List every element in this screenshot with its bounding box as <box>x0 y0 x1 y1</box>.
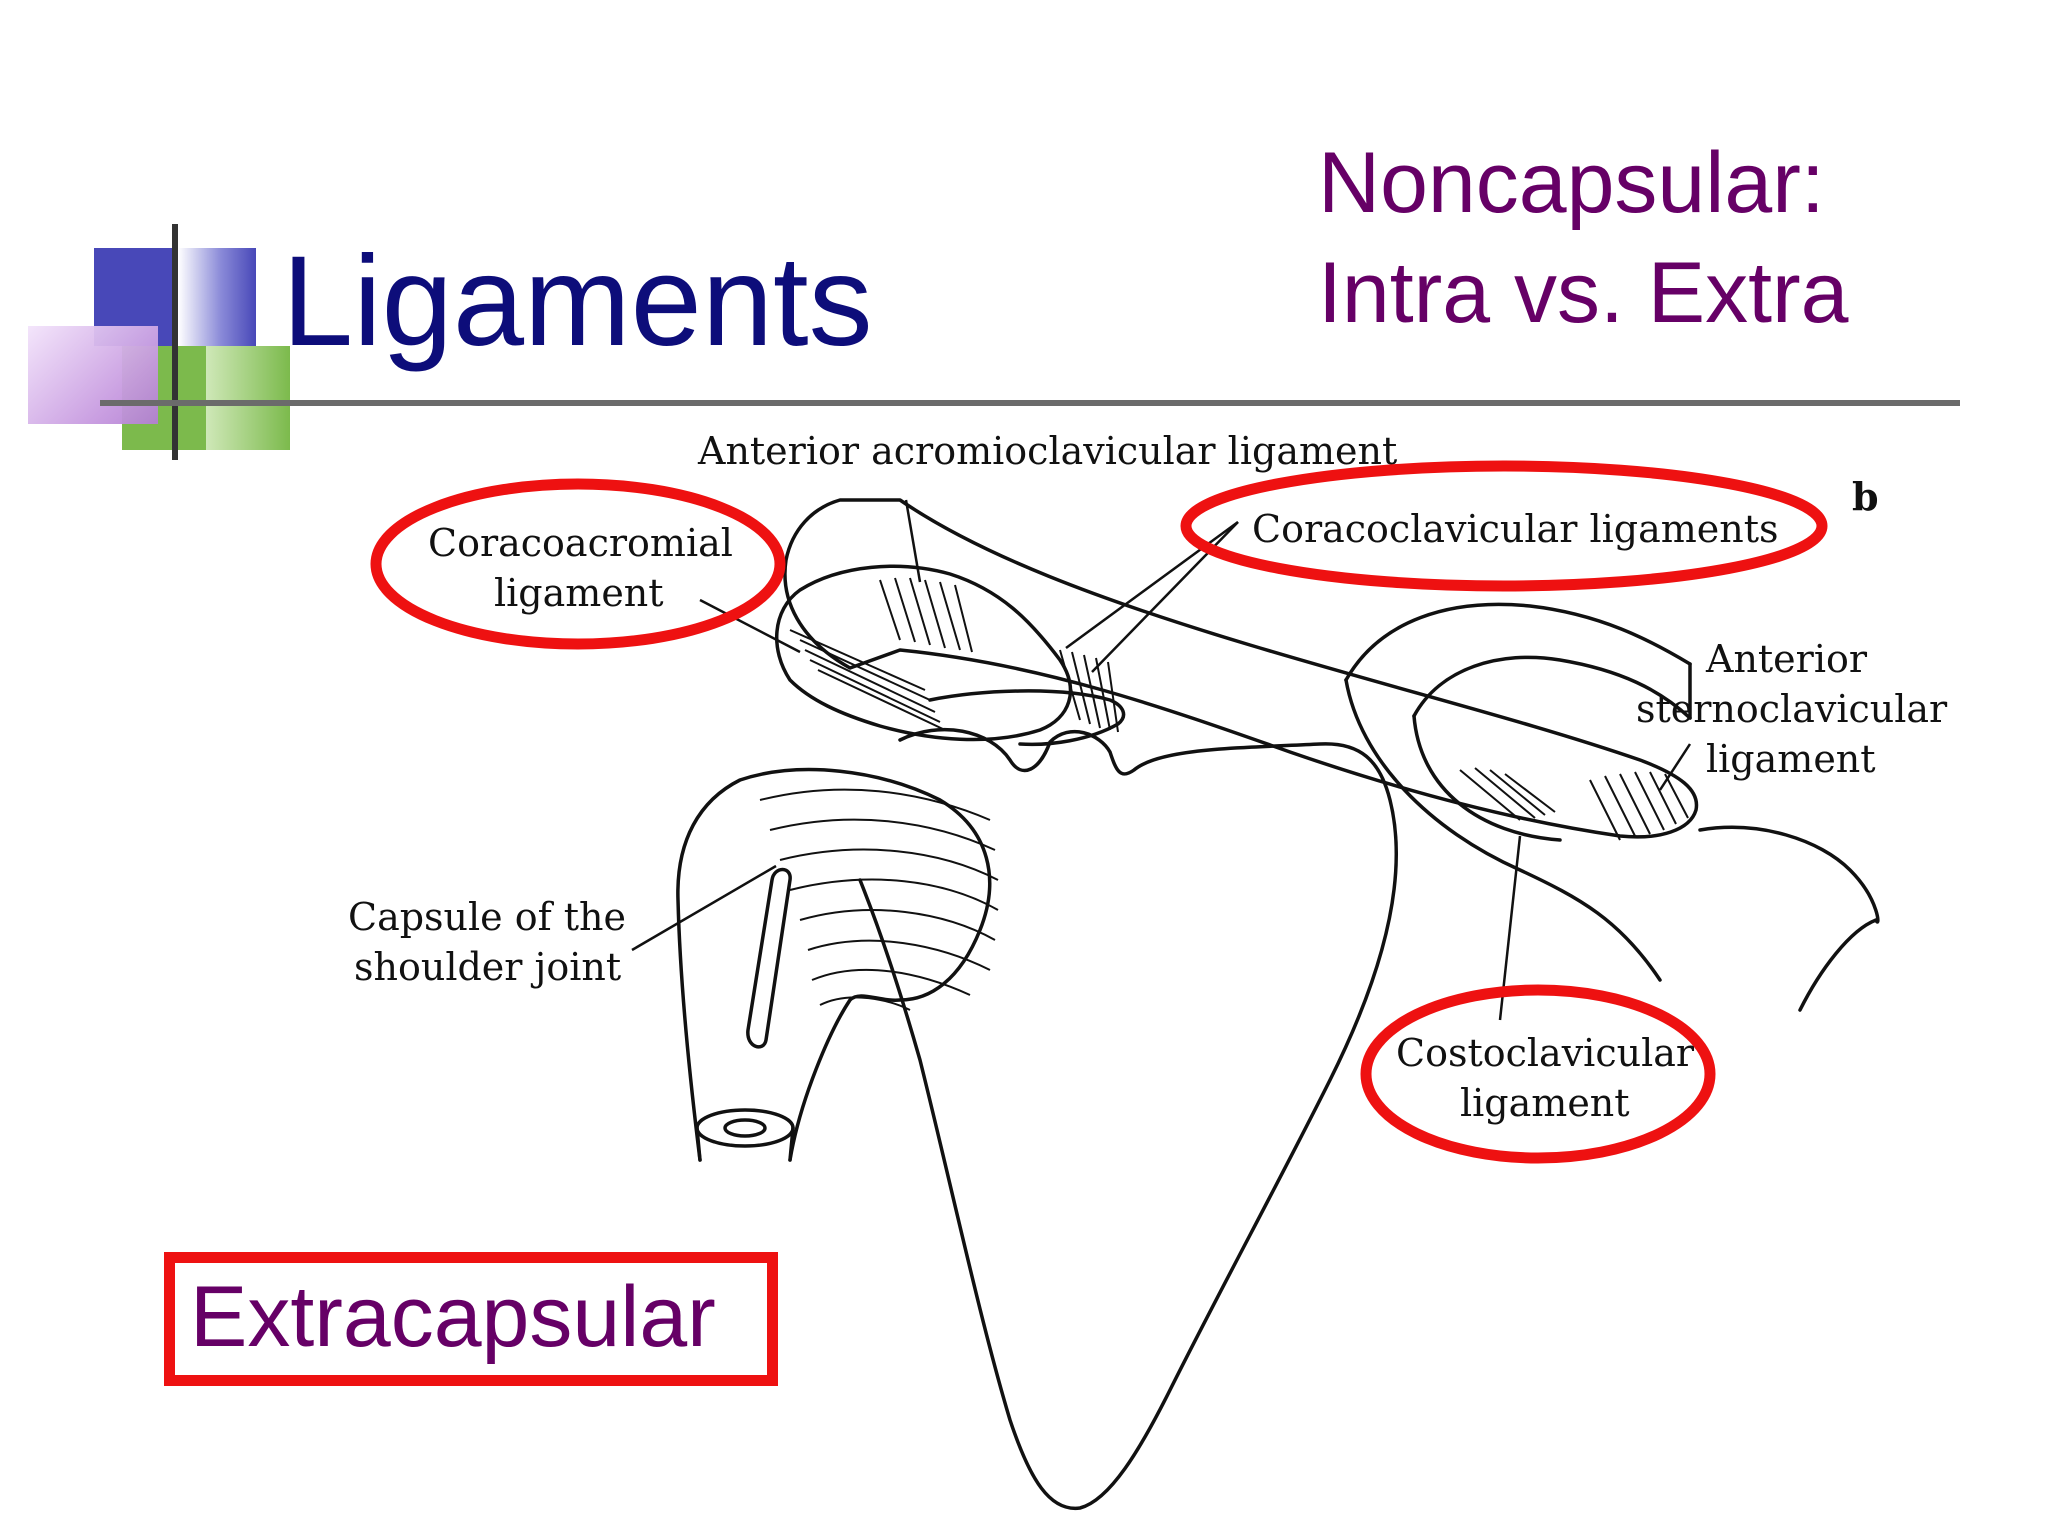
label-anterior-sternoclavicular-3: ligament <box>1706 737 1876 781</box>
acromion-outline <box>774 564 1072 742</box>
label-coracoacromial-1: Coracoacromial <box>428 521 733 565</box>
extracapsular-highlight-box <box>164 1252 778 1386</box>
acromioclavicular-ligament-hatching <box>879 577 973 653</box>
deco-violet-square <box>28 326 158 424</box>
label-anterior-sternoclavicular-2: sternoclavicular <box>1636 687 1948 731</box>
highlight-oval-coracoclavicular <box>1180 460 1828 592</box>
clavicle-outline <box>783 498 1699 839</box>
biceps-tendon <box>746 867 792 1049</box>
extracapsular-label: Extracapsular <box>190 1269 716 1365</box>
slide-title: Ligaments <box>282 230 873 373</box>
label-coracoclavicular: Coracoclavicular ligaments <box>1252 507 1779 551</box>
deco-green-gradient-square <box>206 346 290 450</box>
shoulder-capsule-hatching <box>759 788 999 1011</box>
deco-blue-gradient-square <box>178 248 256 346</box>
label-capsule-2: shoulder joint <box>354 945 621 989</box>
coracoacromial-ligament-hatching <box>789 629 946 731</box>
sternoclavicular-ligament-hatching <box>1589 771 1689 841</box>
label-anterior-acromioclavicular: Anterior acromioclavicular ligament <box>697 429 1397 473</box>
label-anterior-sternoclavicular-1: Anterior <box>1705 637 1868 681</box>
highlight-oval-costoclavicular <box>1360 984 1716 1164</box>
slide-subtitle: Noncapsular: Intra vs. Extra <box>1318 128 1849 348</box>
costoclavicular-ligament-hatching <box>1459 767 1556 821</box>
leader-lines <box>631 499 1692 1021</box>
humerus-outline <box>676 767 992 1162</box>
highlight-oval-coracoacromial <box>370 478 786 650</box>
label-costoclavicular-1: Costoclavicular <box>1396 1031 1695 1075</box>
label-capsule-1: Capsule of the <box>348 895 626 939</box>
coracoid-outline <box>928 689 1126 747</box>
label-coracoacromial-2: ligament <box>494 571 664 615</box>
coracoclavicular-ligament-hatching <box>1059 649 1119 733</box>
deco-vertical-line <box>172 224 178 460</box>
label-panel-letter: b <box>1852 474 1879 519</box>
label-costoclavicular-2: ligament <box>1460 1081 1630 1125</box>
rib-outline <box>1344 602 1880 1012</box>
title-divider <box>100 400 1960 406</box>
subtitle-line-1: Noncapsular: <box>1318 135 1825 231</box>
scapula-outline <box>858 727 1399 1511</box>
subtitle-line-2: Intra vs. Extra <box>1318 245 1849 341</box>
